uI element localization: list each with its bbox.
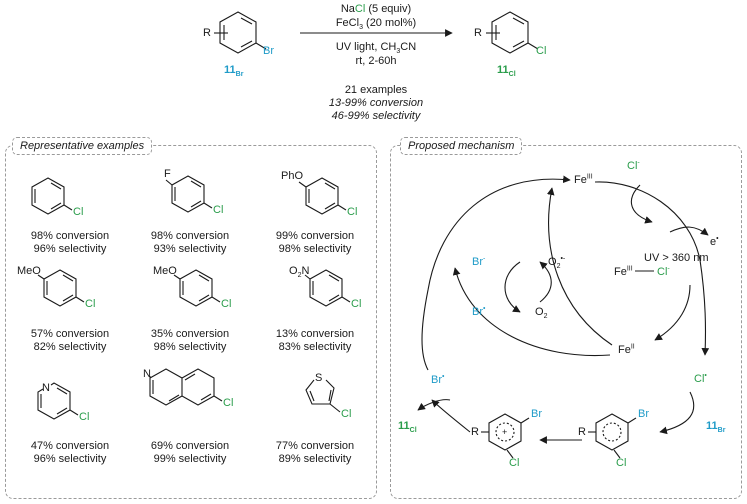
product-label-mechanism: 11Cl: [398, 420, 417, 435]
br-radical-inner: Br•: [472, 305, 486, 318]
br-radical-outer: Br•: [431, 373, 445, 386]
example-4-structure: [37, 269, 85, 307]
example-5-conversion: 35% conversion: [150, 328, 230, 340]
arrow-fe2-inner-arc: [452, 267, 611, 357]
example-7-selectivity: 96% selectivity: [33, 453, 107, 465]
int1-br: Br: [638, 408, 649, 420]
intermediate-1-structure: [588, 413, 637, 459]
examples-panel-title: Representative examples: [12, 137, 153, 155]
arrow-to-product: [417, 399, 451, 411]
int2-plus: +: [502, 427, 508, 437]
arrow-complex-to-fe2: [654, 284, 691, 341]
example-5-selectivity: 98% selectivity: [153, 341, 227, 353]
example-9-conversion: 77% conversion: [275, 440, 355, 452]
mechanism-panel: [390, 145, 742, 499]
example-6-structure: [304, 269, 351, 307]
complex-cl: Cl-: [657, 265, 670, 278]
example-7-cl: Cl: [79, 411, 90, 423]
int2-br: Br: [531, 408, 542, 420]
reagent-2: FeCl3 (20 mol%): [335, 17, 417, 32]
arrow-cl-minus-in: [630, 184, 653, 224]
mechanism-panel-title: Proposed mechanism: [400, 137, 523, 155]
int2-cl: Cl: [509, 457, 520, 469]
br-minus: Br-: [472, 255, 486, 268]
arrow-o2-to-o2-radical: [539, 261, 552, 303]
complex-fe: FeIII: [614, 265, 633, 278]
example-6-selectivity: 83% selectivity: [278, 341, 352, 353]
cycle-arrow-cl-radical-to-int1: [659, 391, 695, 435]
summary-conversion: 13-99% conversion: [328, 97, 424, 109]
arrow-electron: [669, 226, 709, 236]
reagent-1: NaCl (5 equiv): [340, 3, 412, 15]
example-7-structure: [37, 382, 79, 420]
example-1-conversion: 98% conversion: [30, 230, 110, 242]
example-3-substituent: PhO: [281, 170, 304, 182]
arrow-fe2-to-fe3: [546, 187, 613, 346]
condition-2: rt, 2-60h: [355, 55, 397, 67]
o2-radical-anion: O2•-: [548, 255, 566, 271]
reactant-label: 11Br: [224, 64, 244, 79]
example-7-heteroatom: N: [42, 382, 50, 394]
example-4-conversion: 57% conversion: [30, 328, 110, 340]
example-3-selectivity: 98% selectivity: [278, 243, 352, 255]
example-3-cl: Cl: [347, 206, 358, 218]
arrow-br-minus-to-br-radical: [504, 261, 521, 313]
example-4-selectivity: 82% selectivity: [33, 341, 107, 353]
product-label: 11Cl: [497, 64, 516, 79]
example-9-structure: [305, 379, 341, 413]
condition-1: UV light, CH3CN: [335, 41, 417, 56]
electron-label: e•: [710, 235, 719, 248]
int1-cl: Cl: [616, 457, 627, 469]
int2-r: R: [471, 426, 479, 438]
cl-minus: Cl-: [627, 159, 640, 172]
product-cl: Cl: [536, 45, 547, 57]
example-1-selectivity: 96% selectivity: [33, 243, 107, 255]
example-5-structure: [173, 269, 221, 307]
o2-label: O2: [535, 306, 548, 321]
example-9-cl: Cl: [341, 408, 352, 420]
example-4-substituent: MeO: [17, 265, 41, 277]
example-1-structure: [31, 177, 73, 215]
int1-r: R: [578, 426, 586, 438]
example-8-cl: Cl: [223, 397, 234, 409]
example-8-heteroatom: N: [143, 368, 151, 380]
example-9-selectivity: 89% selectivity: [278, 453, 352, 465]
uv-label: UV > 360 nm: [644, 252, 709, 264]
example-8-selectivity: 99% selectivity: [153, 453, 227, 465]
example-4-cl: Cl: [85, 298, 96, 310]
reactant-label-mechanism: 11Br: [706, 420, 726, 435]
product-r: R: [474, 27, 482, 39]
reactant-r: R: [203, 27, 211, 39]
example-2-cl: Cl: [213, 204, 224, 216]
example-2-selectivity: 93% selectivity: [153, 243, 227, 255]
summary-examples: 21 examples: [344, 84, 408, 96]
product-benzene: [486, 11, 539, 54]
reactant-br: Br: [263, 45, 274, 57]
examples-panel: [5, 145, 377, 499]
example-2-structure: [165, 175, 213, 213]
example-5-cl: Cl: [221, 298, 232, 310]
example-3-structure: [298, 177, 347, 215]
fe3-label: FeIII: [574, 173, 593, 186]
intermediate-2-structure: [481, 413, 530, 459]
example-3-conversion: 99% conversion: [275, 230, 355, 242]
cl-radical: Cl•: [694, 372, 707, 385]
reactant-benzene: [214, 11, 267, 54]
example-6-substituent: O2N: [289, 265, 310, 280]
example-8-structure: [149, 368, 223, 406]
example-8-conversion: 69% conversion: [150, 440, 230, 452]
fe2-label: FeII: [618, 343, 635, 356]
example-6-conversion: 13% conversion: [275, 328, 355, 340]
summary-selectivity: 46-99% selectivity: [331, 110, 421, 122]
example-2-conversion: 98% conversion: [150, 230, 230, 242]
example-9-heteroatom: S: [315, 372, 323, 384]
cycle-arrow-fe3-to-cl-radical: [594, 181, 710, 356]
example-5-substituent: MeO: [153, 265, 177, 277]
example-7-conversion: 47% conversion: [30, 440, 110, 452]
example-6-cl: Cl: [351, 298, 362, 310]
example-2-substituent: F: [164, 168, 171, 180]
cycle-arrow-br-radical-to-fe3: [421, 175, 571, 371]
example-1-cl: Cl: [73, 206, 84, 218]
